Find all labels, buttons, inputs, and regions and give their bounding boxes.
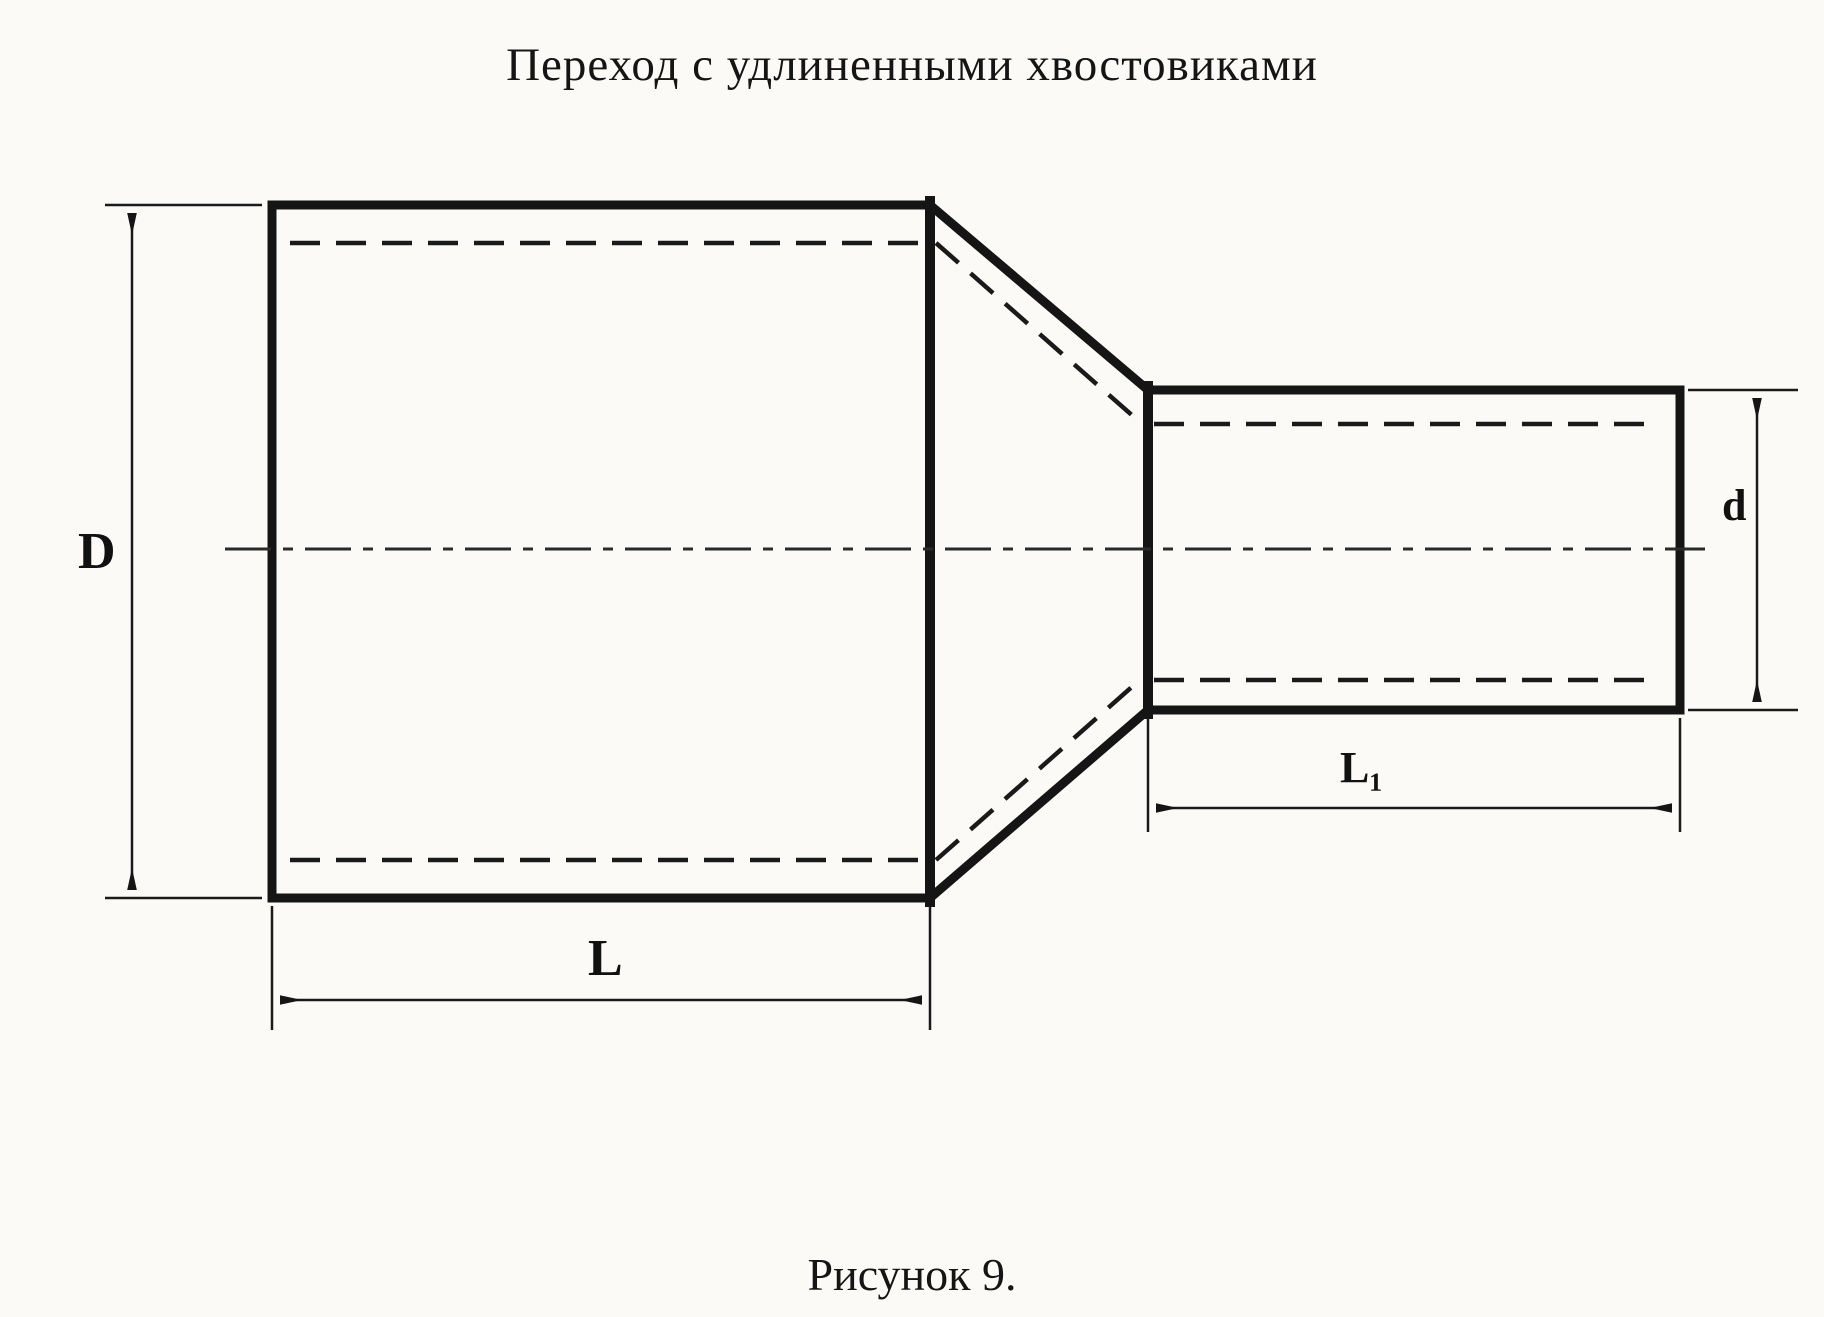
drawing-title: Переход с удлиненными хвостовиками (506, 39, 1318, 91)
dimension-L1: L₁ (1146, 718, 1682, 832)
large-cylinder-outline (267, 196, 935, 907)
cone-section-outline (923, 198, 1155, 905)
figure-caption: Рисунок 9. (807, 1249, 1017, 1300)
small-cylinder-outline (1143, 381, 1685, 719)
label-L: L (588, 930, 623, 987)
dimension-D: D (78, 203, 262, 900)
label-L1: L₁ (1340, 743, 1383, 792)
dimension-L: L (270, 906, 932, 1030)
dimension-d: d (1688, 388, 1798, 712)
inner-wall-dashed-lines (290, 240, 1656, 863)
label-d: d (1722, 481, 1746, 530)
label-D: D (78, 523, 116, 580)
